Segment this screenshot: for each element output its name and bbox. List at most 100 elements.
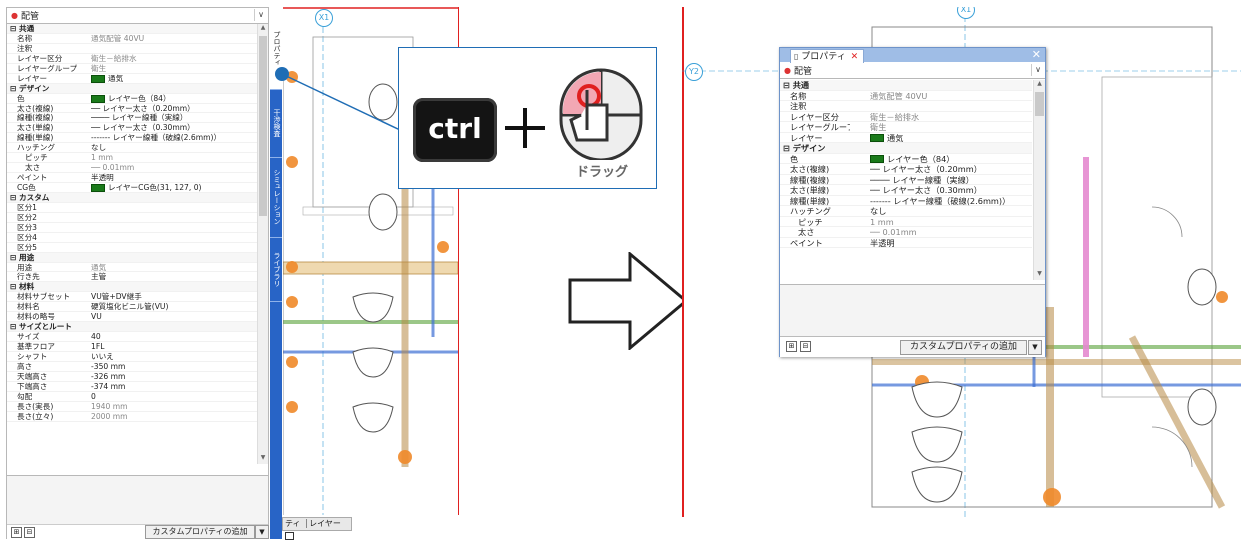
collapse-all-button[interactable]: ⊟ bbox=[800, 341, 811, 352]
property-category[interactable]: ⊟ カスタム bbox=[7, 192, 257, 203]
object-type-select[interactable]: ● 配管 ∨ bbox=[7, 8, 268, 24]
add-custom-property-button[interactable]: カスタムプロパティの追加 bbox=[900, 340, 1027, 355]
property-row[interactable]: 材料名硬質塩化ビニル管(VU) bbox=[7, 302, 257, 313]
property-row[interactable]: 太さ(複線)── レイヤー太さ（0.20mm） bbox=[7, 104, 257, 114]
property-value[interactable]: 衛生－給排水 bbox=[91, 54, 255, 64]
property-value[interactable]: なし bbox=[91, 143, 255, 153]
property-row[interactable]: 区分5 bbox=[7, 243, 257, 253]
property-row[interactable]: 長さ(実長)1940 mm bbox=[7, 402, 257, 412]
collapse-category-icon[interactable]: ⊟ bbox=[10, 252, 20, 262]
collapse-category-icon[interactable]: ⊟ bbox=[10, 322, 20, 332]
collapse-category-icon[interactable]: ⊟ bbox=[10, 24, 20, 33]
expand-all-button[interactable]: ⊞ bbox=[786, 341, 797, 352]
property-value[interactable]: -326 mm bbox=[91, 372, 255, 382]
property-row[interactable]: 区分4 bbox=[7, 233, 257, 243]
property-row[interactable]: 線種(単線)------- レイヤー線種（破線(2.6mm)） bbox=[780, 196, 1032, 206]
collapse-all-button[interactable]: ⊟ bbox=[24, 527, 35, 538]
property-category[interactable]: ⊟ 共通 bbox=[7, 24, 257, 34]
float-window-titlebar[interactable]: ▯ プロパティ ✕ ✕ bbox=[780, 48, 1045, 63]
property-row[interactable]: 太さ(単線)── レイヤー太さ（0.30mm） bbox=[780, 185, 1032, 196]
property-category[interactable]: ⊟ 用途 bbox=[7, 252, 257, 263]
property-value[interactable]: 半透明 bbox=[870, 238, 1030, 249]
property-value[interactable]: ── レイヤー太さ（0.30mm） bbox=[870, 185, 1030, 196]
property-row[interactable]: ペイント半透明 bbox=[780, 238, 1032, 249]
property-row[interactable]: レイヤーグループ衛生 bbox=[7, 64, 257, 74]
property-value[interactable]: レイヤー色（84） bbox=[91, 94, 255, 104]
float-property-scrollbar[interactable]: ▲ ▼ bbox=[1033, 80, 1045, 280]
property-value[interactable]: 通気 bbox=[91, 263, 255, 273]
collapse-category-icon[interactable]: ⊟ bbox=[783, 80, 793, 90]
property-value[interactable]: 1 mm bbox=[870, 217, 1030, 228]
property-row[interactable]: CG色レイヤーCG色(31, 127, 0) bbox=[7, 183, 257, 193]
scroll-down-icon[interactable]: ▼ bbox=[1037, 270, 1042, 277]
property-category[interactable]: ⊟ サイズとルート bbox=[7, 322, 257, 333]
property-row[interactable]: 天端高さ-326 mm bbox=[7, 372, 257, 382]
grid-marker-x1[interactable]: X1 bbox=[315, 9, 333, 27]
property-row[interactable]: 線種(複線)──── レイヤー線種（実線） bbox=[780, 175, 1032, 186]
property-value[interactable]: ── 0.01mm bbox=[91, 163, 255, 173]
property-row[interactable]: シャフトいいえ bbox=[7, 352, 257, 362]
property-row[interactable]: 太さ── 0.01mm bbox=[7, 163, 257, 174]
collapse-category-icon[interactable]: ⊟ bbox=[10, 192, 20, 202]
property-value[interactable]: 1 mm bbox=[91, 153, 255, 163]
close-window-icon[interactable]: ✕ bbox=[1031, 48, 1041, 61]
tab-interference-check[interactable]: 干渉検査 bbox=[270, 89, 282, 158]
property-row[interactable]: レイヤーグループ衛生 bbox=[780, 122, 1032, 133]
property-category[interactable]: ⊟ デザイン bbox=[7, 83, 257, 94]
property-row[interactable]: 区分2 bbox=[7, 213, 257, 223]
tab-properties-floating[interactable]: ▯ プロパティ ✕ bbox=[790, 49, 864, 63]
property-value[interactable]: 通気 bbox=[870, 133, 1030, 144]
property-row[interactable]: 区分3 bbox=[7, 223, 257, 233]
property-value[interactable]: ── レイヤー太さ（0.20mm） bbox=[870, 164, 1030, 175]
property-value[interactable]: 衛生 bbox=[91, 64, 255, 74]
property-row[interactable]: 下端高さ-374 mm bbox=[7, 382, 257, 392]
property-value[interactable]: -350 mm bbox=[91, 362, 255, 372]
scroll-down-icon[interactable]: ▼ bbox=[260, 454, 266, 461]
property-category[interactable]: ⊟ 共通 bbox=[780, 80, 1032, 91]
property-row[interactable]: 名称通気配管 40VU bbox=[7, 34, 257, 44]
property-value[interactable]: ── 0.01mm bbox=[870, 227, 1030, 238]
property-value[interactable]: 通気配管 40VU bbox=[870, 91, 1030, 102]
property-value[interactable]: 通気配管 40VU bbox=[91, 34, 255, 44]
property-value[interactable]: なし bbox=[870, 206, 1030, 217]
property-value[interactable]: レイヤー色（84） bbox=[870, 154, 1030, 165]
property-scrollbar[interactable]: ▲ ▼ bbox=[257, 24, 268, 464]
property-row[interactable]: 線種(単線)------- レイヤー線種（破線(2.6mm)） bbox=[7, 133, 257, 144]
property-value[interactable]: VU管+DV継手 bbox=[91, 292, 255, 302]
property-category[interactable]: ⊟ デザイン bbox=[780, 143, 1032, 154]
property-value[interactable]: 半透明 bbox=[91, 173, 255, 183]
float-object-type-select[interactable]: ● 配管 ∨ bbox=[780, 63, 1045, 79]
add-custom-dropdown-icon[interactable]: ▼ bbox=[1028, 340, 1042, 355]
property-value[interactable]: 40 bbox=[91, 332, 255, 342]
property-row[interactable]: 高さ-350 mm bbox=[7, 362, 257, 372]
property-row[interactable]: 注釈 bbox=[7, 44, 257, 54]
property-value[interactable]: 硬質塩化ビニル管(VU) bbox=[91, 302, 255, 312]
property-value[interactable]: VU bbox=[91, 312, 255, 322]
tab-library[interactable]: ライブラリ bbox=[270, 237, 282, 302]
property-value[interactable]: ------- レイヤー線種（破線(2.6mm)） bbox=[91, 133, 255, 143]
property-row[interactable]: 線種(複線)──── レイヤー線種（実線） bbox=[7, 113, 257, 124]
collapse-category-icon[interactable]: ⊟ bbox=[10, 282, 20, 292]
add-custom-property-button[interactable]: カスタムプロパティの追加 bbox=[145, 525, 255, 539]
property-value[interactable]: 主管 bbox=[91, 272, 255, 282]
property-row[interactable]: ハッチングなし bbox=[780, 206, 1032, 217]
property-value[interactable]: ──── レイヤー線種（実線） bbox=[870, 175, 1030, 186]
grid-marker-y2[interactable]: Y2 bbox=[685, 63, 703, 81]
property-value[interactable]: いいえ bbox=[91, 352, 255, 362]
property-value[interactable]: 1940 mm bbox=[91, 402, 255, 412]
add-custom-dropdown-icon[interactable]: ▼ bbox=[255, 525, 269, 539]
property-value[interactable]: 1FL bbox=[91, 342, 255, 352]
scroll-thumb[interactable] bbox=[1035, 92, 1044, 116]
scroll-up-icon[interactable]: ▲ bbox=[260, 24, 266, 31]
property-value[interactable]: 衛生－給排水 bbox=[870, 112, 1030, 123]
property-row[interactable]: 色レイヤー色（84） bbox=[7, 94, 257, 104]
expand-all-button[interactable]: ⊞ bbox=[11, 527, 22, 538]
property-row[interactable]: 長さ(立々)2000 mm bbox=[7, 412, 257, 422]
bottom-tab-layer[interactable]: レイヤー bbox=[306, 519, 341, 528]
chevron-down-icon[interactable]: ∨ bbox=[254, 9, 267, 21]
